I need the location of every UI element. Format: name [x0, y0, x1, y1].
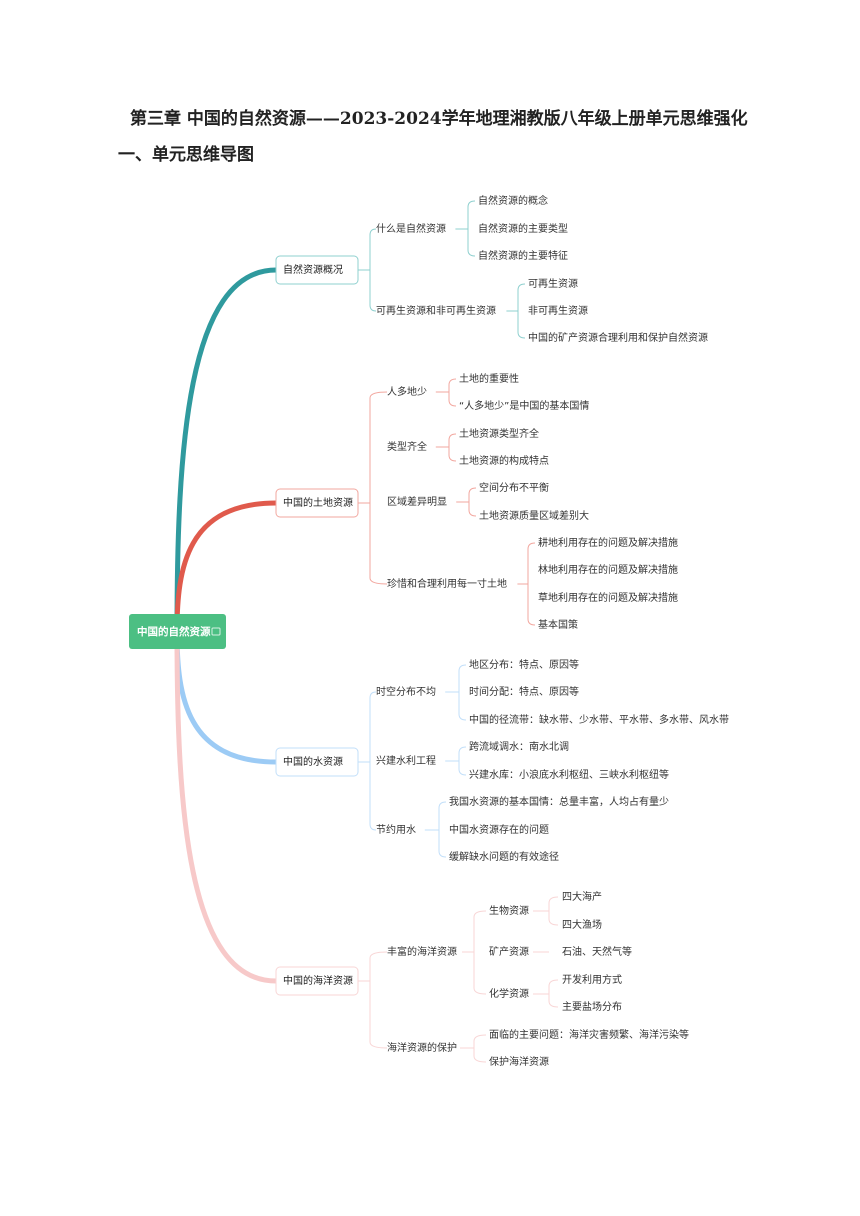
leaf-node-label: 保护海洋资源 [489, 1055, 549, 1068]
leaf-bracket [548, 979, 559, 1008]
branch-connector [174, 500, 279, 635]
level2-node-label: 时空分布不均 [376, 685, 436, 698]
level2-node-label: 什么是自然资源 [376, 222, 446, 235]
leaf-bracket [517, 283, 526, 339]
level2-node-label: 节约用水 [376, 823, 416, 836]
leaf-node-label: 土地资源类型齐全 [459, 427, 539, 440]
leaf-node-label: 缓解缺水问题的有效途径 [449, 850, 559, 863]
leaf-node-label: 面临的主要问题：海洋灾害频繁、海洋污染等 [489, 1028, 689, 1041]
leaf-node-label: 四大海产 [562, 890, 602, 903]
leaf-node-label: 土地资源的构成特点 [459, 454, 549, 467]
leaf-bracket [458, 664, 467, 721]
leaf-node-label: “人多地少”是中国的基本国情 [459, 399, 589, 412]
level3-node-label: 矿产资源 [489, 945, 529, 958]
note-icon [211, 627, 221, 636]
level3-bracket [473, 910, 487, 995]
leaf-node-label: 基本国策 [538, 618, 578, 631]
root-node-label: 中国的自然资源 [137, 625, 211, 638]
leaf-bracket [467, 200, 476, 257]
branch-node-label: 中国的水资源 [283, 755, 343, 768]
level2-node-label: 丰富的海洋资源 [387, 945, 457, 958]
level2-node-label: 珍惜和合理利用每一寸土地 [387, 577, 507, 590]
leaf-node-label: 林地利用存在的问题及解决措施 [538, 563, 678, 576]
level2-bracket [369, 391, 388, 585]
leaf-node-label: 时间分配：特点、原因等 [469, 685, 579, 698]
leaf-bracket [448, 378, 457, 407]
level2-node-label: 区域差异明显 [387, 495, 447, 508]
branch-node-label: 中国的土地资源 [283, 496, 353, 509]
branch-connector [174, 629, 279, 984]
level2-node-label: 类型齐全 [387, 440, 427, 453]
leaf-node-label: 石油、天然气等 [562, 945, 632, 958]
branch-node-label: 中国的海洋资源 [283, 974, 353, 987]
leaf-bracket [527, 542, 536, 626]
level2-bracket [369, 691, 377, 831]
leaf-node-label: 中国水资源存在的问题 [449, 823, 549, 836]
level2-node-label: 可再生资源和非可再生资源 [376, 304, 496, 317]
document-title: 第三章 中国的自然资源——2023-2024学年地理湘教版八年级上册单元思维强化 [130, 109, 748, 129]
leaf-bracket [468, 487, 477, 517]
level2-node-label: 人多地少 [387, 385, 427, 398]
leaf-node-label: 中国的径流带：缺水带、少水带、平水带、多水带、风水带 [469, 713, 729, 726]
leaf-node-label: 土地资源质量区域差别大 [479, 509, 589, 522]
leaf-node-label: 自然资源的主要特征 [478, 249, 568, 262]
root-node [129, 614, 226, 649]
leaf-node-label: 主要盐场分布 [562, 1000, 622, 1013]
branch-node-label: 自然资源概况 [283, 263, 343, 276]
leaf-node-label: 自然资源的概念 [478, 194, 548, 207]
leaf-node-label: 跨流域调水：南水北调 [469, 740, 569, 753]
leaf-node-label: 空间分布不平衡 [479, 481, 549, 494]
leaf-node-label: 中国的矿产资源合理利用和保护自然资源 [528, 331, 708, 344]
leaf-node-label: 兴建水库：小浪底水利枢纽、三峡水利枢纽等 [469, 768, 669, 781]
leaf-bracket [438, 801, 447, 858]
level2-bracket [369, 951, 388, 1049]
level2-node-label: 海洋资源的保护 [387, 1041, 457, 1054]
leaf-node-label: 土地的重要性 [459, 372, 519, 385]
leaf-node-label: 自然资源的主要类型 [478, 222, 568, 235]
leaf-bracket [548, 896, 559, 926]
level2-node-label: 兴建水利工程 [376, 754, 436, 767]
leaf-bracket [473, 1034, 487, 1063]
leaf-node-label: 地区分布：特点、原因等 [469, 658, 579, 671]
leaf-node-label: 我国水资源的基本国情：总量丰富，人均占有量少 [449, 795, 669, 808]
leaf-node-label: 开发利用方式 [562, 973, 622, 986]
level2-bracket [369, 228, 377, 312]
leaf-node-label: 四大渔场 [562, 918, 602, 931]
level3-node-label: 生物资源 [489, 904, 529, 917]
leaf-node-label: 可再生资源 [528, 277, 578, 290]
leaf-node-label: 草地利用存在的问题及解决措施 [538, 591, 678, 604]
leaf-bracket [458, 746, 467, 776]
leaf-bracket [448, 433, 457, 462]
branch-connector [174, 629, 279, 765]
leaf-node-label: 耕地利用存在的问题及解决措施 [538, 536, 678, 549]
branch-connector [174, 267, 279, 635]
section-heading: 一、单元思维导图 [118, 145, 254, 165]
leaf-node-label: 非可再生资源 [528, 304, 588, 317]
level3-node-label: 化学资源 [489, 987, 529, 1000]
